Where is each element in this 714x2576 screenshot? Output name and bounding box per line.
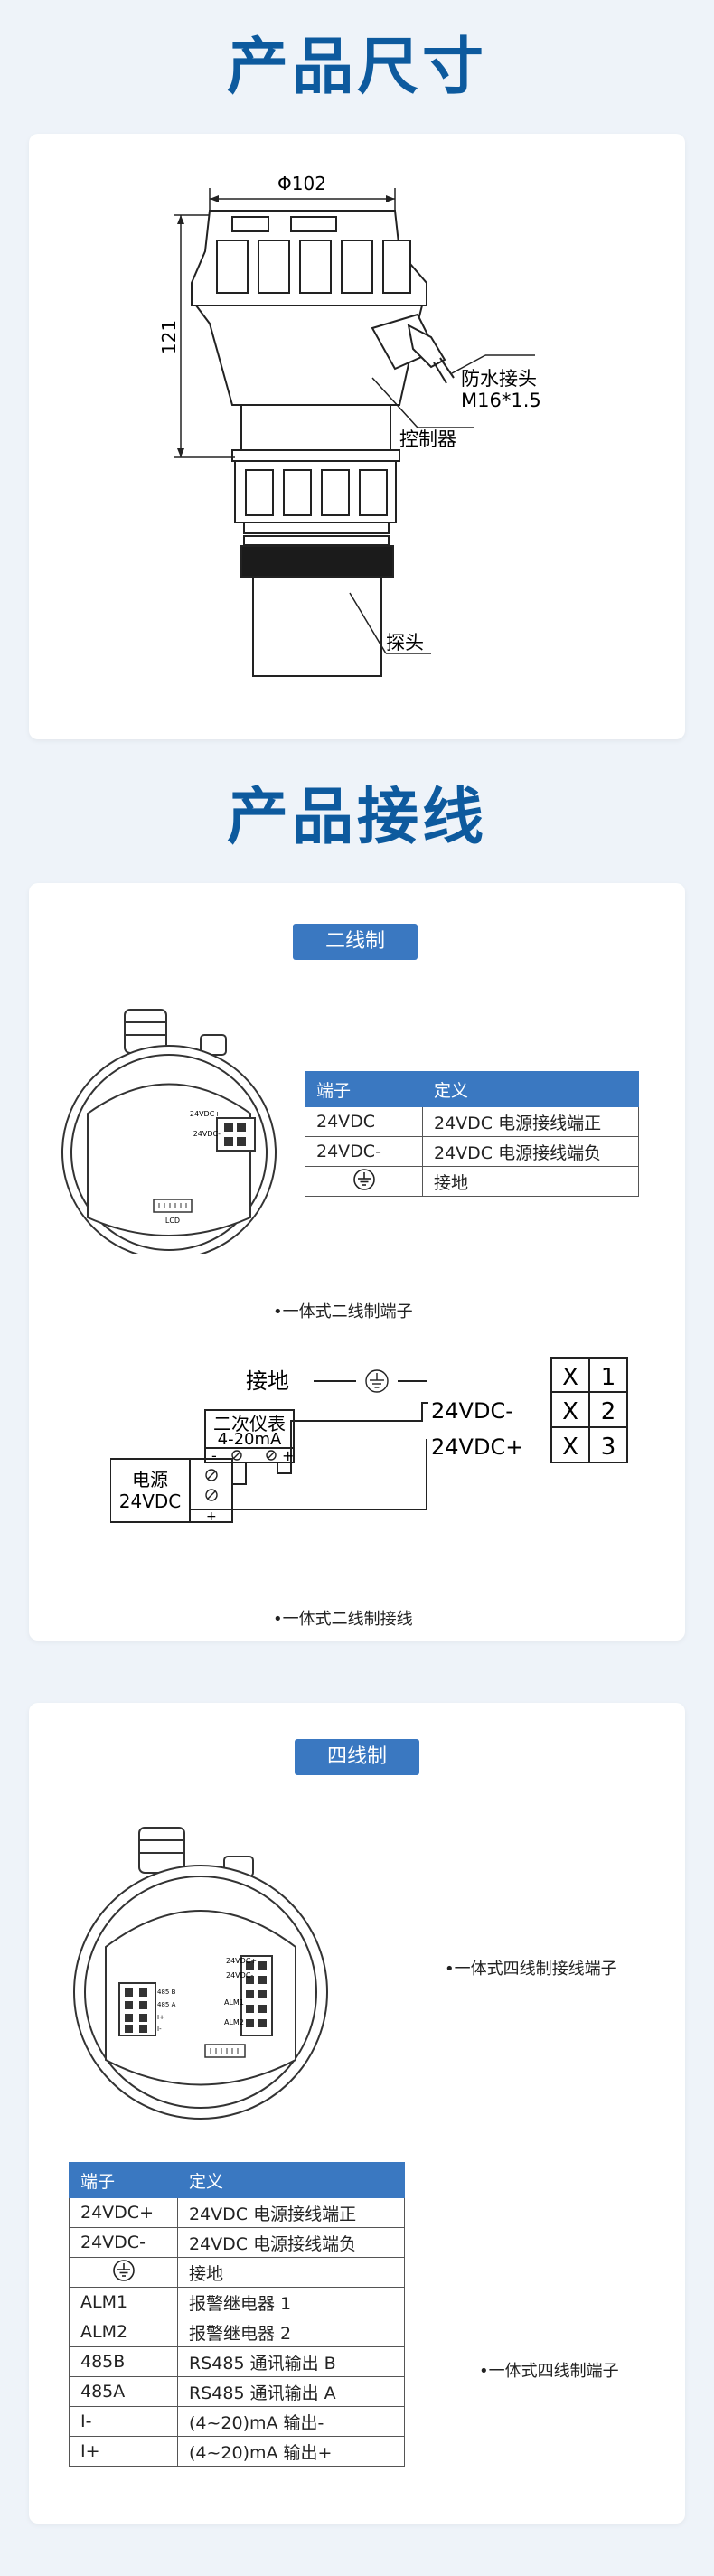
width-dimension-label: Φ102 <box>277 173 326 194</box>
four-wire-terminal-table: 端子 定义 24VDC+24VDC 电源接线端正 24VDC-24VDC 电源接… <box>69 2162 405 2467</box>
ground-icon <box>352 1168 375 1190</box>
gland-callout: 防水接头 <box>461 368 537 390</box>
power-plus-label: + <box>206 1509 217 1524</box>
mini-label-alm2: ALM2 <box>224 2018 244 2026</box>
instrument-label-line2: 4-20mA <box>218 1430 282 1449</box>
terminal-number-2: 2 <box>601 1398 616 1425</box>
two-wire-wiring-diagram: 接地 二次仪表 4-20mA - + 电源 24VDC + 24VDC- 24V… <box>110 1357 628 1524</box>
table-cell: 485A <box>69 2376 178 2407</box>
table-header-terminal: 端子 <box>305 1071 423 1107</box>
table-cell: 24VDC 电源接线端负 <box>422 1136 639 1167</box>
four-wire-pill: 四线制 <box>295 1739 419 1775</box>
instrument-minus-label: - <box>211 1447 217 1464</box>
power-label-line2: 24VDC <box>119 1490 182 1512</box>
table-cell: ALM1 <box>69 2287 178 2317</box>
table-cell: 24VDC <box>305 1106 423 1137</box>
table-header-row: 端子 定义 <box>305 1071 639 1107</box>
ground-icon <box>112 2259 135 2281</box>
table-cell: ALM2 <box>69 2317 178 2347</box>
x-mark-2: X <box>562 1398 578 1425</box>
x-mark-3: X <box>562 1434 578 1461</box>
table-cell: 接地 <box>177 2257 405 2288</box>
mini-label-alm1: ALM1 <box>224 1998 244 2007</box>
table-cell: 24VDC 电源接线端负 <box>177 2227 405 2258</box>
table-cell: 24VDC- <box>69 2227 178 2258</box>
table-cell: 报警继电器 2 <box>177 2317 405 2347</box>
table-row: 24VDC-24VDC 电源接线端负 <box>69 2227 405 2258</box>
table-cell: 24VDC 电源接线端正 <box>422 1106 639 1137</box>
mini-label-485b: 485 B <box>157 1988 176 1996</box>
two-wire-card: 二线制 24VDC+ 24VDC- LCD 端子 定义 24VDC <box>29 883 685 1641</box>
mini-label-24vdc-minus: 24VDC- <box>226 1971 253 1979</box>
x-mark-1: X <box>562 1364 578 1391</box>
table-cell: 接地 <box>422 1166 639 1197</box>
dimensions-card: Φ102 121 防水接头 M16*1.5 控制器 探头 <box>29 134 685 739</box>
instrument-plus-label: + <box>282 1447 294 1464</box>
table-cell: (4~20)mA 输出+ <box>177 2436 405 2467</box>
line-24vdc-minus-label: 24VDC- <box>431 1398 513 1424</box>
terminal-number-3: 3 <box>601 1434 616 1461</box>
table-cell <box>305 1166 423 1197</box>
table-header-definition: 定义 <box>177 2162 405 2198</box>
mini-label-i-plus: I+ <box>157 2014 164 2021</box>
dimensions-title: 产品尺寸 <box>226 32 487 103</box>
mini-label-24vdc-plus: 24VDC+ <box>226 1957 257 1965</box>
table-row: I-(4~20)mA 输出- <box>69 2406 405 2437</box>
four-wire-terminal-caption: •一体式四线制接线端子 <box>445 1960 617 1979</box>
table-cell: 24VDC 电源接线端正 <box>177 2197 405 2228</box>
mini-label-24vdc-minus: 24VDC- <box>193 1130 221 1138</box>
two-wire-terminal-caption: •一体式二线制端子 <box>273 1302 413 1321</box>
two-wire-housing-drawing: 24VDC+ 24VDC- LCD <box>61 1009 277 1254</box>
two-wire-pill: 二线制 <box>293 924 418 960</box>
table-cell <box>69 2257 178 2288</box>
mini-label-i-minus: I- <box>157 2026 162 2033</box>
probe-callout: 探头 <box>386 632 424 653</box>
table-cell: 485B <box>69 2346 178 2377</box>
table-row: 24VDC 24VDC 电源接线端正 <box>305 1106 639 1137</box>
line-24vdc-plus-label: 24VDC+ <box>431 1434 523 1460</box>
table-row: 接地 <box>69 2257 405 2288</box>
table-cell: 报警继电器 1 <box>177 2287 405 2317</box>
table-cell: I- <box>69 2406 178 2437</box>
terminal-number-1: 1 <box>601 1364 616 1391</box>
four-wire-table-caption: •一体式四线制端子 <box>479 2362 619 2381</box>
table-cell: RS485 通讯输出 A <box>177 2376 405 2407</box>
four-wire-housing-drawing: 24VDC+ 24VDC- 485 B 485 A ALM1 ALM2 I+ I… <box>73 1827 328 2120</box>
two-wire-wiring-caption: •一体式二线制接线 <box>273 1610 413 1629</box>
table-header-row: 端子 定义 <box>69 2162 405 2198</box>
controller-callout: 控制器 <box>399 428 456 450</box>
mini-label-485a: 485 A <box>157 2001 176 2008</box>
table-cell: 24VDC+ <box>69 2197 178 2228</box>
gland-spec-callout: M16*1.5 <box>461 390 541 411</box>
power-label-line1: 电源 <box>132 1469 168 1490</box>
table-cell: RS485 通讯输出 B <box>177 2346 405 2377</box>
table-row: 24VDC- 24VDC 电源接线端负 <box>305 1136 639 1167</box>
table-row: 接地 <box>305 1166 639 1197</box>
table-header-terminal: 端子 <box>69 2162 178 2198</box>
two-wire-terminal-table: 端子 定义 24VDC 24VDC 电源接线端正 24VDC- 24VDC 电源… <box>305 1071 639 1197</box>
wiring-title: 产品接线 <box>226 782 487 853</box>
table-cell: (4~20)mA 输出- <box>177 2406 405 2437</box>
four-wire-card: 四线制 24VDC+ 24VDC- 485 B <box>29 1703 685 2524</box>
table-row: 24VDC+24VDC 电源接线端正 <box>69 2197 405 2228</box>
table-header-definition: 定义 <box>422 1071 639 1107</box>
table-cell: 24VDC- <box>305 1136 423 1167</box>
mini-label-24vdc-plus: 24VDC+ <box>190 1110 221 1118</box>
mini-label-lcd: LCD <box>165 1217 180 1225</box>
table-row: I+(4~20)mA 输出+ <box>69 2436 405 2467</box>
dimension-drawing: Φ102 121 防水接头 M16*1.5 控制器 探头 <box>158 173 541 677</box>
height-dimension-label: 121 <box>158 320 180 354</box>
instrument-label-line1: 二次仪表 <box>213 1413 286 1434</box>
table-cell: I+ <box>69 2436 178 2467</box>
ground-label: 接地 <box>246 1368 289 1394</box>
